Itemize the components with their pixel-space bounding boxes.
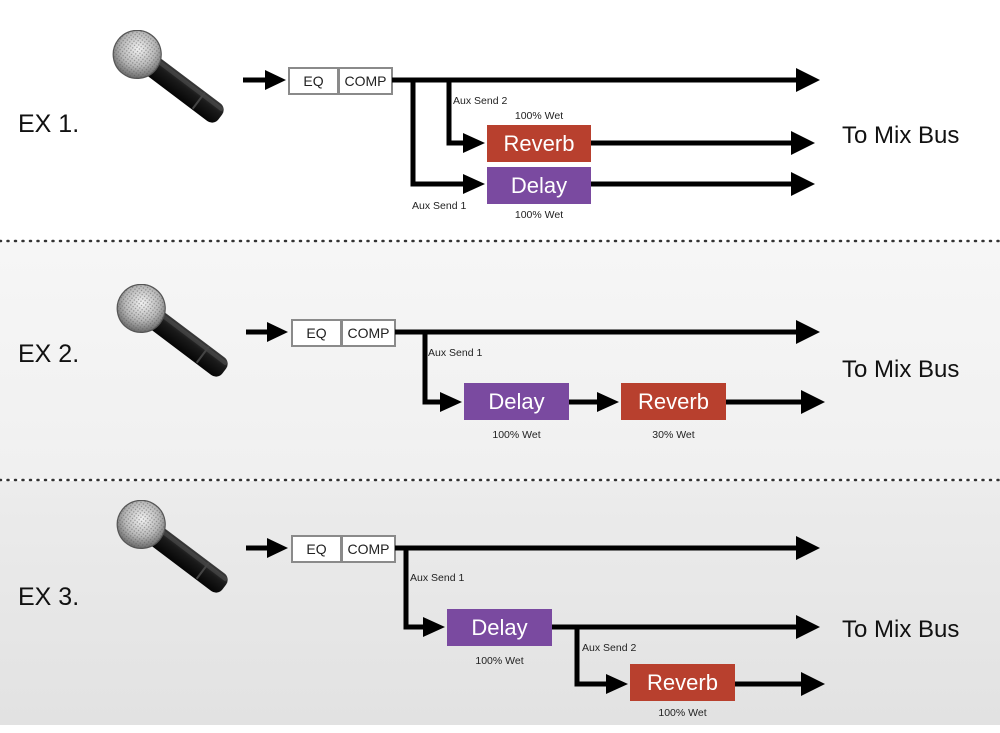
example-label: EX 1. — [18, 110, 79, 138]
arrowhead — [265, 70, 286, 90]
reverb-box — [621, 383, 726, 420]
wet-label: 100% Wet — [515, 209, 563, 221]
effect-label: Delay — [488, 389, 544, 414]
arrowhead — [791, 172, 815, 196]
aux-send-line — [403, 548, 426, 630]
effect-label: Reverb — [647, 670, 718, 695]
arrowhead — [423, 617, 445, 637]
mix-bus-label: To Mix Bus — [842, 616, 959, 643]
example-label: EX 3. — [18, 583, 79, 611]
delay-box — [464, 383, 569, 420]
arrowhead — [606, 674, 628, 694]
arrowhead — [267, 538, 288, 558]
example-3: EX 3. EQ COMP Aux Send 1 Delay 100% Wet … — [18, 500, 959, 719]
effect-label: Reverb — [638, 389, 709, 414]
delay-box — [447, 609, 552, 646]
section-2-background — [0, 242, 1000, 479]
comp-label: COMP — [348, 325, 390, 341]
arrowhead — [791, 131, 815, 155]
aux-send-label: Aux Send 1 — [410, 572, 464, 584]
example-label: EX 2. — [18, 340, 79, 368]
delay-box — [487, 167, 591, 204]
eq-label: EQ — [303, 73, 323, 89]
wet-label: 100% Wet — [658, 707, 706, 719]
arrowhead — [796, 320, 820, 344]
section-3-background — [0, 481, 1000, 725]
aux-send-line — [574, 627, 609, 687]
wet-label: 30% Wet — [652, 429, 694, 441]
comp-label: COMP — [348, 541, 390, 557]
eq-label: EQ — [306, 325, 326, 341]
eq-label: EQ — [306, 541, 326, 557]
bottom-margin — [0, 725, 1000, 733]
example-2: EX 2. EQ COMP Aux Send 1 Delay 100% Wet … — [18, 284, 959, 441]
wet-label: 100% Wet — [492, 429, 540, 441]
arrowhead — [597, 392, 619, 412]
effect-label: Delay — [471, 615, 527, 640]
aux-send-label: Aux Send 1 — [428, 347, 482, 359]
aux-send-label: Aux Send 1 — [412, 200, 466, 212]
arrowhead — [796, 615, 820, 639]
effect-label: Reverb — [504, 131, 575, 156]
arrowhead — [267, 322, 288, 342]
reverb-box — [630, 664, 735, 701]
reverb-box — [487, 125, 591, 162]
aux-send-line — [446, 80, 467, 146]
arrowhead — [463, 174, 485, 194]
aux-send-line — [422, 332, 444, 405]
arrowhead — [463, 133, 485, 153]
arrowhead — [440, 392, 462, 412]
aux-send-label: Aux Send 2 — [582, 642, 636, 654]
mix-bus-label: To Mix Bus — [842, 356, 959, 383]
arrowhead — [796, 536, 820, 560]
wet-label: 100% Wet — [475, 655, 523, 667]
wet-label: 100% Wet — [515, 110, 563, 122]
mix-bus-label: To Mix Bus — [842, 122, 959, 149]
arrowhead — [801, 390, 825, 414]
example-1: EX 1. EQ COMP Aux Send 2 Aux Send 1 100%… — [18, 30, 959, 221]
arrowhead — [801, 672, 825, 696]
effect-label: Delay — [511, 173, 567, 198]
eq-box — [291, 319, 342, 347]
arrowhead — [796, 68, 820, 92]
comp-box — [341, 319, 396, 347]
comp-label: COMP — [345, 73, 387, 89]
aux-send-line — [410, 80, 467, 187]
aux-send-label: Aux Send 2 — [453, 95, 507, 107]
